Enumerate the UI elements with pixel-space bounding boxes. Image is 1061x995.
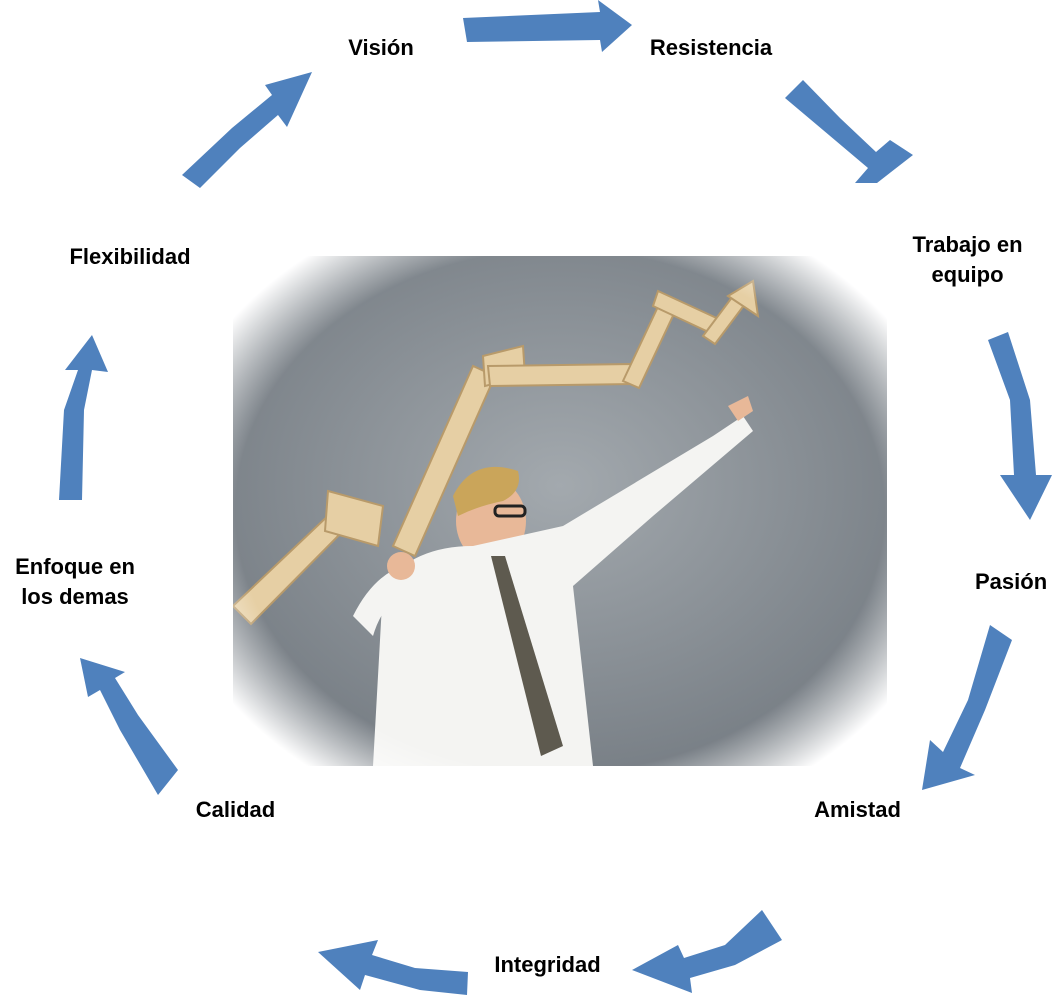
arrow-pasion-amistad: [922, 625, 1012, 790]
label-vision: Visión: [336, 33, 426, 63]
wooden-graph: [233, 279, 760, 626]
arrow-amistad-integridad: [632, 910, 782, 993]
label-flexibilidad: Flexibilidad: [50, 242, 210, 272]
label-enfoque-line1: Enfoque en: [15, 554, 135, 579]
label-resistencia: Resistencia: [636, 33, 786, 63]
arrow-trabajo-pasion: [988, 332, 1052, 520]
label-enfoque-en-los-demas: Enfoque en los demas: [0, 552, 150, 612]
arrow-integridad-calidad: [318, 940, 468, 995]
label-trabajo-line2: equipo: [931, 262, 1004, 287]
arrow-vision-resistencia: [463, 0, 632, 52]
businessman-photo: [233, 256, 887, 766]
arrow-flexibilidad-vision: [182, 72, 312, 188]
label-enfoque-line2: los demas: [21, 584, 129, 609]
label-vision-text: Visión: [348, 35, 414, 60]
label-amistad: Amistad: [800, 795, 915, 825]
arrow-calidad-enfoque: [80, 658, 178, 795]
label-resistencia-text: Resistencia: [649, 35, 773, 60]
arrow-enfoque-flexibilidad: [59, 335, 108, 500]
businessman-figure: [353, 396, 753, 766]
label-amistad-text: Amistad: [814, 797, 901, 822]
label-trabajo-en-equipo: Trabajo en equipo: [895, 230, 1040, 290]
label-integridad: Integridad: [480, 950, 615, 980]
label-trabajo-line1: Trabajo en: [912, 232, 1023, 257]
center-photo: [233, 256, 887, 766]
arrow-resistencia-trabajo: [785, 80, 913, 183]
label-pasion: Pasión: [975, 567, 1061, 597]
label-flexibilidad-text: Flexibilidad: [69, 244, 191, 269]
label-calidad-text: Calidad: [195, 797, 276, 822]
label-integridad-text: Integridad: [494, 952, 601, 977]
label-pasion-text: Pasión: [975, 569, 1048, 594]
label-calidad: Calidad: [183, 795, 288, 825]
